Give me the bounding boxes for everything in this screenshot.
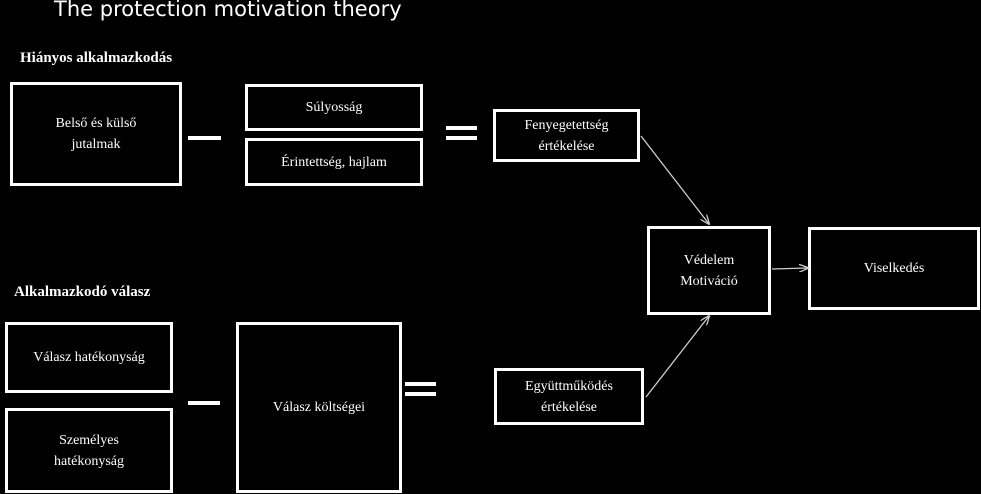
vulnerability-box: Érintettség, hajlam bbox=[245, 138, 423, 186]
behavior-box: Viselkedés bbox=[808, 227, 980, 310]
diagram-title: The protection motivation theory bbox=[54, 0, 402, 21]
protection-motivation-line-1: Védelem bbox=[683, 252, 735, 268]
minus-sign-bottom bbox=[188, 401, 220, 405]
vulnerability-label: Érintettség, hajlam bbox=[281, 154, 387, 170]
behavior-label: Viselkedés bbox=[863, 261, 925, 276]
protection-motivation-line-2: Motiváció bbox=[680, 273, 738, 289]
response-costs-box: Válasz költségei bbox=[236, 322, 402, 493]
response-efficacy-box: Válasz hatékonyság bbox=[5, 322, 173, 393]
rewards-line-1: Belső és külső bbox=[55, 116, 137, 131]
coping-appraisal-line-1: Együttműködés bbox=[525, 378, 613, 394]
threat-appraisal-line-1: Fenyegetettség bbox=[524, 117, 609, 133]
heading-maladaptive: Hiányos alkalmazkodás bbox=[20, 50, 173, 66]
heading-adaptive: Alkalmazkodó válasz bbox=[14, 284, 151, 300]
response-costs-label: Válasz költségei bbox=[272, 400, 366, 415]
self-efficacy-line-2: hatékonyság bbox=[54, 453, 124, 469]
arrow-coping-to-motivation bbox=[645, 316, 709, 398]
protection-motivation-box: Védelem Motiváció bbox=[647, 226, 771, 315]
rewards-line-2: jutalmak bbox=[71, 137, 121, 152]
severity-box: Súlyosság bbox=[245, 84, 423, 131]
threat-appraisal-box: Fenyegetettség értékelése bbox=[493, 109, 640, 162]
self-efficacy-line-1: Személyes bbox=[59, 432, 119, 448]
arrow-motivation-to-behavior bbox=[771, 268, 808, 269]
equals-sign-top bbox=[446, 126, 477, 146]
arrow-threat-to-motivation bbox=[640, 135, 709, 224]
coping-appraisal-line-2: értékelése bbox=[541, 399, 597, 415]
minus-sign-top bbox=[188, 136, 221, 140]
coping-appraisal-box: Együttműködés értékelése bbox=[494, 368, 644, 425]
self-efficacy-box: Személyes hatékonyság bbox=[5, 408, 173, 493]
threat-appraisal-line-2: értékelése bbox=[538, 138, 595, 154]
rewards-box: Belső és külső jutalmak bbox=[10, 82, 182, 186]
response-efficacy-label: Válasz hatékonyság bbox=[33, 350, 145, 365]
severity-label: Súlyosság bbox=[305, 100, 363, 115]
equals-sign-bottom bbox=[405, 382, 436, 402]
